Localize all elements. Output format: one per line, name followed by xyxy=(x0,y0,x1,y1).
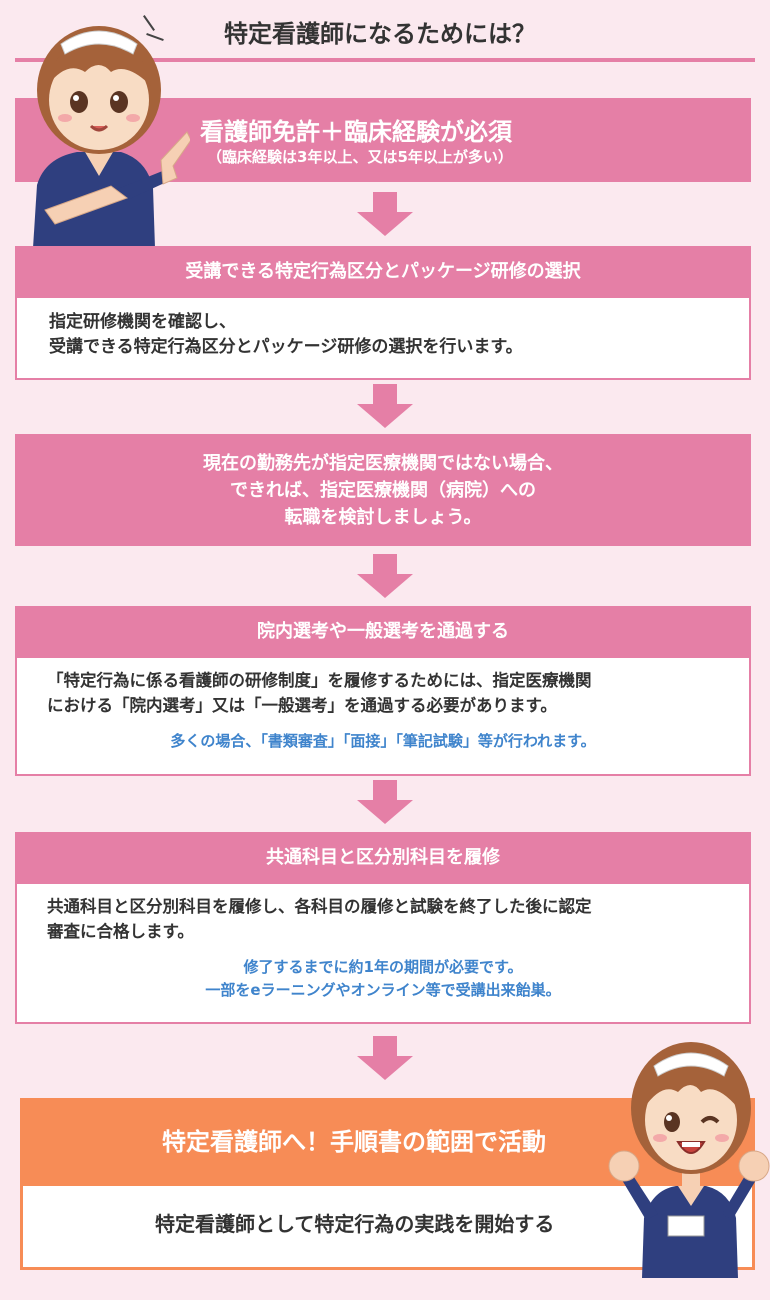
final-heading: 特定看護師へ！手順書の範囲で活動 xyxy=(162,1128,546,1156)
step5-line2: 審査に合格します。 xyxy=(47,922,194,941)
step5-heading: 共通科目と区分別科目を履修 xyxy=(266,847,500,868)
final-text: 特定看護師として特定行為の実践を開始する xyxy=(155,1212,555,1236)
step5-line1: 共通科目と区分別科目を履修し、各科目の履修と試験を終了した後に認定 xyxy=(47,897,592,916)
step1-title: 看護師免許＋臨床経験が必須 xyxy=(200,118,512,146)
step5-note2: 一部をeラーニングやオンライン等で受講出来飴巣。 xyxy=(205,981,561,999)
nurse-cheering-illustration xyxy=(608,1042,770,1278)
down-arrow-icon xyxy=(357,554,413,598)
step2-line2: 受講できる特定行為区分とパッケージ研修の選択を行います。 xyxy=(49,337,523,357)
title-underline xyxy=(15,58,755,62)
step5-note1: 修了するまでに約1年の期間が必要です。 xyxy=(243,958,523,976)
down-arrow-icon xyxy=(357,384,413,428)
step4-line1: 「特定行為に係る看護師の研修制度」を履修するためには、指定医療機関 xyxy=(47,671,592,690)
step4-heading-bar: 院内選考や一般選考を通過する xyxy=(15,606,751,658)
step3-line1: 現在の勤務先が指定医療機関ではない場合、 xyxy=(203,453,563,474)
step1-note: （臨床経験は3年以上、又は5年以上が多い） xyxy=(207,148,513,166)
down-arrow-icon xyxy=(357,192,413,236)
step4-heading: 院内選考や一般選考を通過する xyxy=(257,621,509,642)
step5-heading-bar: 共通科目と区分別科目を履修 xyxy=(15,832,751,884)
nurse-pointing-illustration xyxy=(33,26,190,248)
step5-panel: 共通科目と区分別科目を履修し、各科目の履修と試験を終了した後に認定 審査に合格し… xyxy=(15,884,751,1024)
step3-line3: 転職を検討しましょう。 xyxy=(284,507,482,528)
down-arrow-icon xyxy=(357,780,413,824)
step3-box: 現在の勤務先が指定医療機関ではない場合、 できれば、指定医療機関（病院）への 転… xyxy=(15,434,751,546)
step4-panel: 「特定行為に係る看護師の研修制度」を履修するためには、指定医療機関 における「院… xyxy=(15,658,751,776)
step3-line2: できれば、指定医療機関（病院）への xyxy=(230,480,536,501)
page-title: 特定看護師になるためには？ xyxy=(224,20,536,48)
step2-line1: 指定研修機関を確認し、 xyxy=(49,312,236,332)
step2-panel: 指定研修機関を確認し、 受講できる特定行為区分とパッケージ研修の選択を行います。 xyxy=(15,298,751,380)
step2-heading-bar: 受講できる特定行為区分とパッケージ研修の選択 xyxy=(15,246,751,298)
step2-heading: 受講できる特定行為区分とパッケージ研修の選択 xyxy=(185,261,581,282)
final-panel: 特定看護師として特定行為の実践を開始する xyxy=(20,1186,755,1270)
step4-line2: における「院内選考」又は「一般選考」を通過する必要があります。 xyxy=(47,696,557,715)
down-arrow-icon xyxy=(357,1036,413,1080)
step4-note: 多くの場合、「書類審査」「面接」「筆記試験」等が行われます。 xyxy=(170,732,596,750)
